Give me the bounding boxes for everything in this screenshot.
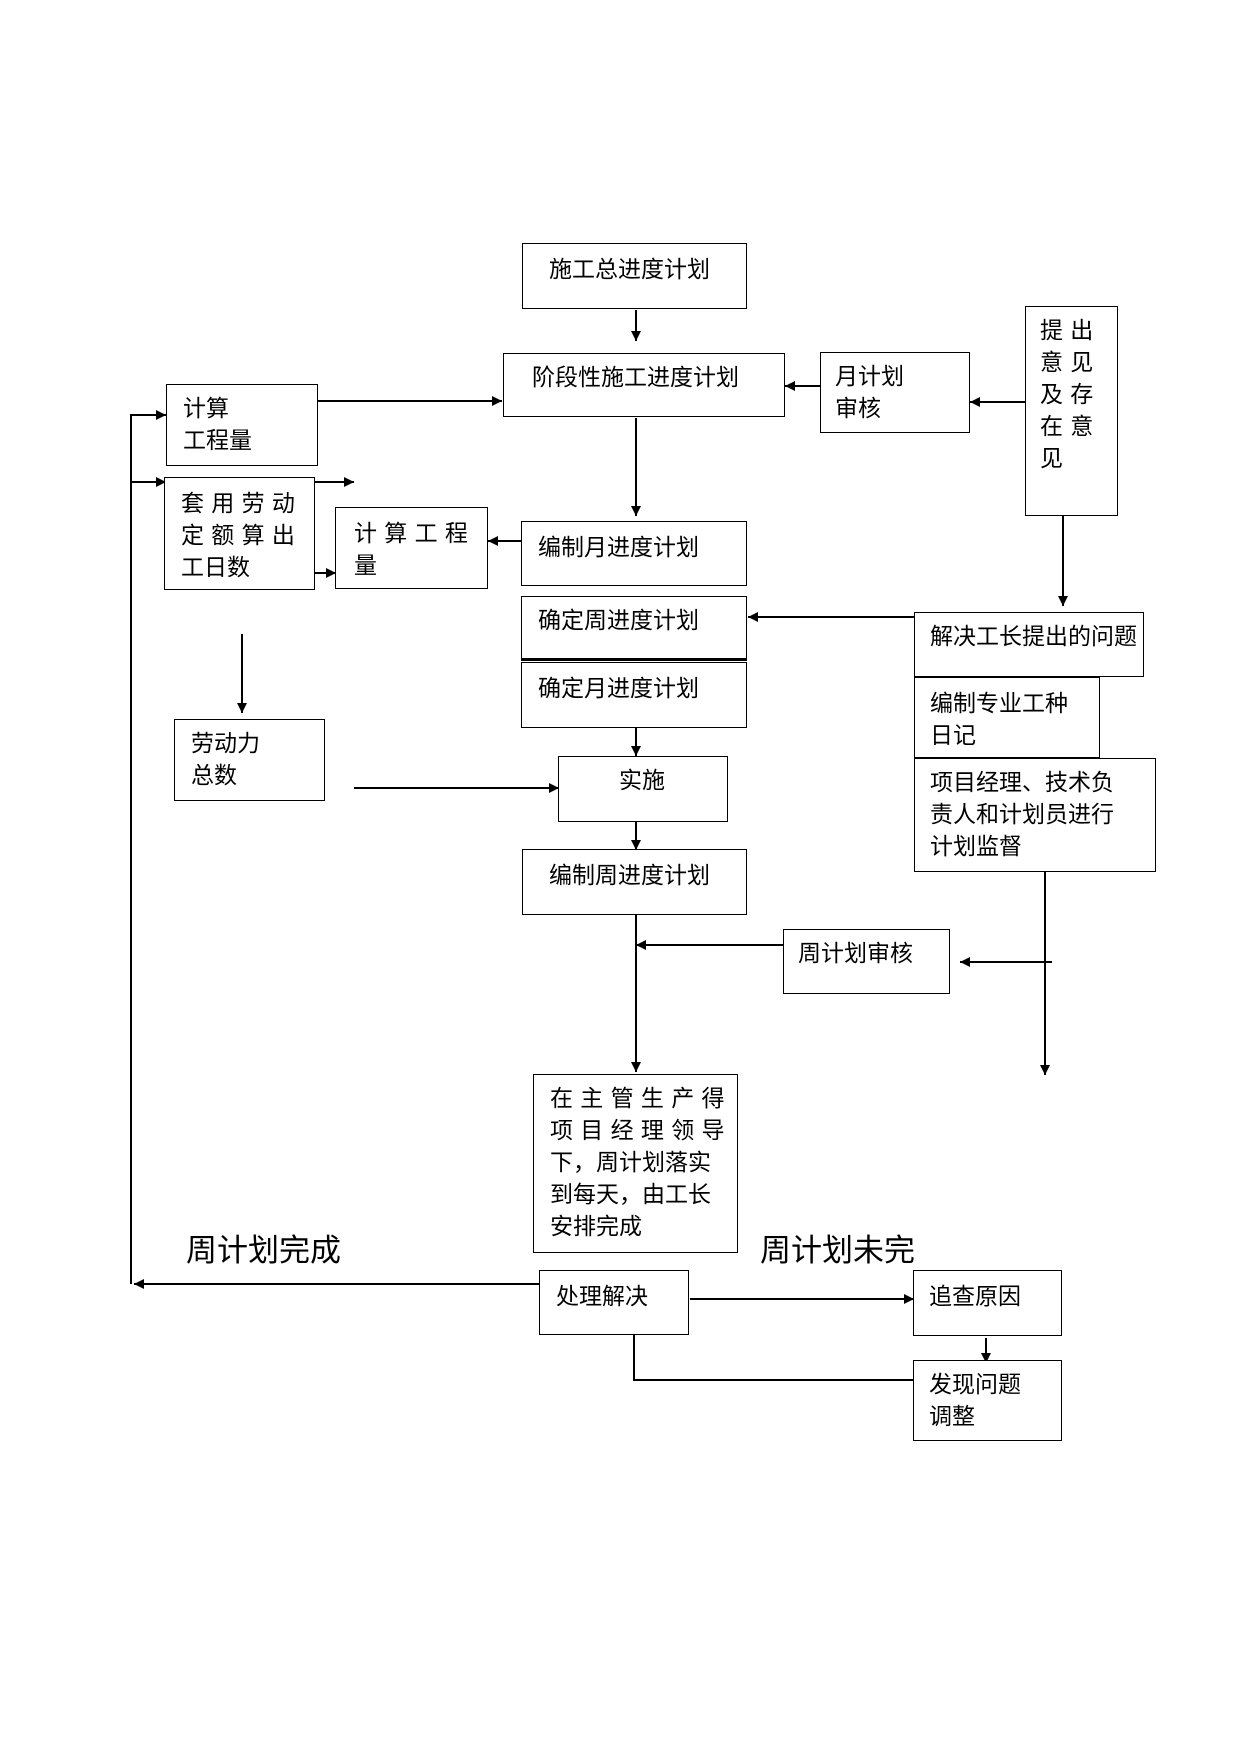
suggestions-text: 提 出 意 见 及 存 在 意 见	[1040, 318, 1094, 472]
trace-cause-box: 追查原因	[913, 1270, 1062, 1336]
arrow-adjust-to-resolve	[629, 1318, 914, 1381]
labor-total-box: 劳动力 总数	[174, 719, 325, 801]
weekly-review-text: 周计划审核	[798, 941, 913, 967]
labor-total-text: 劳动力 总数	[191, 731, 260, 789]
confirm-weekly-text: 确定周进度计划	[538, 608, 699, 634]
calc-quantity2-text: 计 算 工 程 量	[354, 521, 468, 579]
compile-monthly-box: 编制月进度计划	[521, 521, 747, 586]
weekly-done-label: 周计划完成	[186, 1233, 341, 1269]
find-adjust-box: 发现问题 调整	[913, 1360, 1062, 1441]
handle-resolve-text: 处理解决	[556, 1284, 648, 1310]
trace-cause-text: 追查原因	[929, 1284, 1021, 1310]
weekly-not-done-label: 周计划未完	[760, 1233, 915, 1269]
handle-resolve-box: 处理解决	[539, 1270, 689, 1335]
monthly-review-text: 月计划 审核	[835, 364, 904, 422]
calc-quantity-box: 计算 工程量	[166, 384, 318, 466]
trade-diary-box: 编制专业工种 日记	[914, 677, 1100, 758]
confirm-monthly-box: 确定月进度计划	[521, 662, 747, 728]
supervision-box: 项目经理、技术负 责人和计划员进行 计划监督	[914, 758, 1156, 872]
daily-execution-text: 在 主 管 生 产 得 项 目 经 理 领 导 下，周计划落实 到每天，由工长 …	[550, 1086, 725, 1240]
phase-schedule-text: 阶段性施工进度计划	[532, 365, 739, 391]
implement-text: 实施	[619, 768, 665, 794]
solve-issues-text: 解决工长提出的问题	[930, 624, 1137, 650]
compile-monthly-text: 编制月进度计划	[538, 535, 699, 561]
master-schedule-text: 施工总进度计划	[549, 257, 710, 283]
weekly-review-box: 周计划审核	[783, 929, 950, 994]
apply-quota-text: 套 用 劳 动 定 额 算 出 工日数	[181, 491, 295, 581]
compile-weekly-box: 编制周进度计划	[522, 849, 747, 915]
daily-execution-box: 在 主 管 生 产 得 项 目 经 理 领 导 下，周计划落实 到每天，由工长 …	[533, 1074, 738, 1253]
supervision-text: 项目经理、技术负 责人和计划员进行 计划监督	[930, 770, 1114, 860]
phase-schedule-box: 阶段性施工进度计划	[503, 353, 785, 417]
find-adjust-text: 发现问题 调整	[929, 1372, 1021, 1430]
apply-quota-box: 套 用 劳 动 定 额 算 出 工日数	[164, 477, 315, 590]
implement-box: 实施	[558, 756, 728, 822]
calc-quantity2-box: 计 算 工 程 量	[335, 507, 488, 589]
master-schedule-box: 施工总进度计划	[522, 243, 747, 309]
monthly-review-box: 月计划 审核	[820, 352, 970, 433]
suggestions-box: 提 出 意 见 及 存 在 意 见	[1025, 306, 1118, 516]
calc-quantity-text: 计算 工程量	[183, 396, 252, 454]
confirm-monthly-text: 确定月进度计划	[538, 676, 699, 702]
confirm-weekly-box: 确定周进度计划	[521, 596, 747, 661]
trade-diary-text: 编制专业工种 日记	[930, 691, 1068, 749]
solve-issues-box: 解决工长提出的问题	[914, 612, 1144, 677]
compile-weekly-text: 编制周进度计划	[549, 863, 710, 889]
